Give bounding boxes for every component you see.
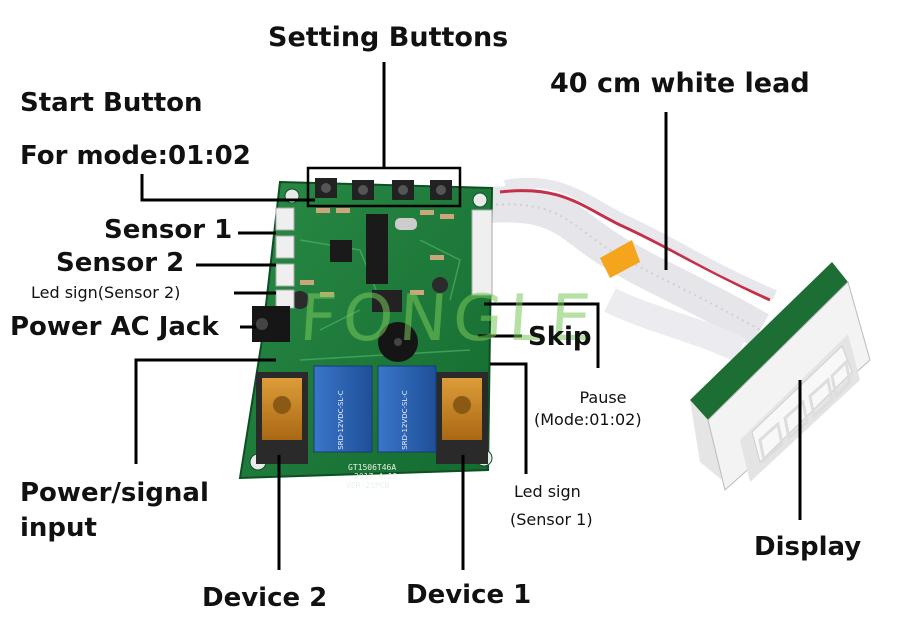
svg-text:SRD-12VDC-SL-C: SRD-12VDC-SL-C — [401, 390, 409, 449]
relay-left: SRD-12VDC-SL-C — [313, 365, 373, 453]
crystal — [395, 218, 417, 230]
label-power-ac-jack: Power AC Jack — [10, 312, 219, 342]
label-pause-mode: (Mode:01:02) — [534, 410, 642, 429]
terminal-block-left — [256, 372, 308, 464]
label-input: input — [20, 513, 97, 543]
label-display: Display — [754, 532, 862, 562]
leader-lines — [134, 62, 802, 570]
label-start-button: Start Button — [20, 88, 203, 118]
label-skip: Skip — [528, 322, 592, 352]
capacitor — [291, 291, 309, 309]
svg-text:GT1506T46A: GT1506T46A — [348, 463, 396, 472]
label-sensor-1-paren: (Sensor 1) — [510, 510, 593, 529]
ic-chip — [366, 214, 388, 284]
svg-text:SRD-12VDC-SL-C: SRD-12VDC-SL-C — [337, 390, 345, 449]
label-led-sign-sensor-1: Led sign — [514, 482, 581, 501]
small-chip — [330, 240, 352, 262]
label-for-mode: For mode:01:02 — [20, 141, 251, 171]
label-pause: Pause — [579, 388, 627, 407]
label-sensor-1: Sensor 1 — [104, 215, 233, 245]
label-led-sign-sensor-2: Led sign(Sensor 2) — [31, 283, 181, 302]
setting-buttons-group — [315, 178, 452, 200]
relay-right: SRD-12VDC-SL-C — [377, 365, 437, 453]
ribbon-cable — [488, 177, 777, 362]
svg-text:VER-21PCB: VER-21PCB — [346, 481, 390, 490]
svg-text:2017.4.13: 2017.4.13 — [354, 472, 398, 481]
left-connectors — [275, 207, 295, 309]
terminal-block-right — [436, 372, 488, 464]
label-device-1: Device 1 — [406, 580, 532, 610]
capacitor — [432, 277, 448, 293]
cable-tie — [600, 240, 640, 278]
pcb-silkscreen: GT1506T46A 2017.4.13 VER-21PCB — [346, 463, 398, 490]
label-device-2: Device 2 — [202, 583, 328, 613]
resistors — [300, 208, 454, 297]
label-sensor-2: Sensor 2 — [56, 248, 185, 278]
voltage-regulator — [372, 290, 402, 312]
label-setting-buttons: Setting Buttons — [268, 22, 509, 53]
right-connector — [471, 209, 493, 296]
label-power-signal: Power/signal — [20, 478, 209, 508]
label-white-lead: 40 cm white lead — [550, 68, 810, 99]
